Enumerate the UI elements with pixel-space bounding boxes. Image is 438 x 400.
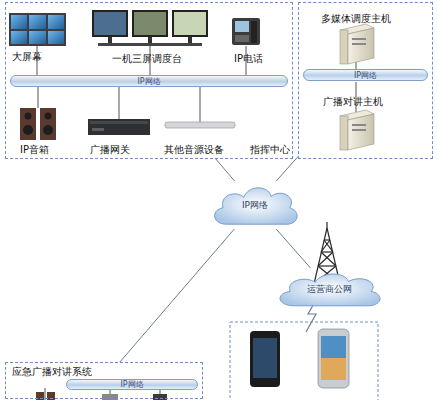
network-band: IP网络 xyxy=(66,379,198,390)
broadcast-gateway xyxy=(88,119,150,135)
three-monitors xyxy=(92,10,208,46)
intercom-server xyxy=(340,110,374,150)
band-label: IP网络 xyxy=(137,77,160,86)
group-box: 应急广播对讲系统 IP网络 xyxy=(5,362,203,399)
mobile-group xyxy=(230,322,378,400)
network-link xyxy=(276,157,298,181)
network-link xyxy=(216,159,235,181)
audio-device xyxy=(165,122,235,128)
caption: IP音箱 xyxy=(20,144,49,156)
caption: 指挥中心 xyxy=(250,144,290,156)
network-link xyxy=(276,229,310,268)
caption: 一机三屏调度台 xyxy=(112,53,182,65)
caption: 应急广播对讲系统 xyxy=(12,366,92,378)
cloud-outline xyxy=(215,188,297,224)
network-band: IP网络 xyxy=(303,69,428,81)
band-label: IP网络 xyxy=(120,380,143,389)
wire xyxy=(37,46,356,400)
caption: 广播对讲主机 xyxy=(323,96,383,108)
ip-phone xyxy=(232,18,260,45)
caption: 大屏幕 xyxy=(12,51,42,63)
network-link xyxy=(120,229,234,362)
caption: 广播网关 xyxy=(90,144,130,156)
cloud-outline xyxy=(280,274,380,306)
dispatch-server xyxy=(340,24,374,64)
ip-speakers xyxy=(20,108,56,140)
cloud-label: 运营商公网 xyxy=(307,284,352,295)
caption: IP电话 xyxy=(234,53,263,65)
caption: 其他音源设备 xyxy=(164,144,224,156)
network-cloud: 运营商公网 xyxy=(272,268,386,310)
group-box: 大屏幕 一机三屏调度台 IP电话 IP音箱 广播网关 其他音源设备 指挥中心 IP网络 xyxy=(5,2,293,159)
network-band: IP网络 xyxy=(10,75,288,87)
network-cloud: IP网络 xyxy=(208,181,302,229)
band-label: IP网络 xyxy=(354,71,377,80)
video-wall xyxy=(9,13,66,46)
group-box: 多媒体调度主机广播对讲主机 IP网络 xyxy=(298,2,433,159)
caption: 多媒体调度主机 xyxy=(321,13,391,25)
cloud-label: IP网络 xyxy=(242,200,268,211)
